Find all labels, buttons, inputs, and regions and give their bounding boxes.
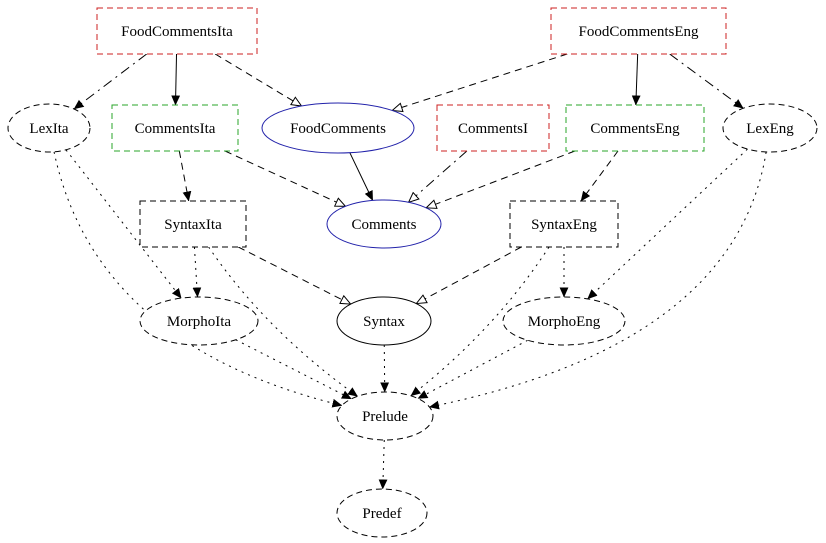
node-shape-Comments — [326, 199, 442, 249]
node-shape-MorphoIta — [139, 296, 259, 346]
node-shape-LexIta — [7, 103, 91, 153]
node-label-LexEng: LexEng — [746, 121, 794, 137]
node-label-Predef: Predef — [362, 506, 401, 522]
edge-FoodCommentsIta-FoodComments — [214, 53, 303, 107]
edge-CommentsEng-SyntaxEng — [580, 150, 619, 202]
edge-SyntaxIta-Syntax — [238, 246, 352, 305]
node-shape-Prelude — [336, 391, 434, 441]
edge-CommentsIta-SyntaxIta — [178, 150, 192, 202]
node-shape-CommentsIta — [111, 104, 239, 152]
node-label-LexIta: LexIta — [29, 121, 68, 137]
node-label-CommentsI: CommentsI — [458, 121, 528, 137]
edge-FoodComments-Comments — [349, 152, 374, 201]
node-label-MorphoIta: MorphoIta — [167, 314, 231, 330]
node-label-FoodCommentsEng: FoodCommentsEng — [578, 24, 699, 40]
node-shape-FoodCommentsIta — [96, 7, 258, 55]
node-label-MorphoEng: MorphoEng — [528, 314, 601, 330]
edge-MorphoIta-Prelude — [235, 339, 352, 400]
node-shape-CommentsEng — [565, 104, 705, 152]
edge-SyntaxIta-MorphoIta — [192, 246, 202, 298]
edge-SyntaxEng-Syntax — [415, 246, 522, 305]
edge-FoodCommentsIta-CommentsIta — [171, 53, 181, 106]
edge-CommentsI-Comments — [407, 150, 468, 204]
node-shape-CommentsI — [436, 104, 550, 152]
node-shape-SyntaxEng — [509, 200, 619, 248]
edge-LexEng-MorphoEng — [587, 148, 748, 300]
node-label-CommentsIta: CommentsIta — [135, 121, 216, 137]
edge-layer — [53, 53, 767, 490]
node-shape-Syntax — [336, 296, 432, 346]
edge-FoodCommentsEng-CommentsEng — [631, 53, 641, 106]
edge-FoodCommentsEng-LexEng — [669, 53, 744, 109]
edge-FoodCommentsIta-LexIta — [73, 53, 147, 110]
node-label-CommentsEng: CommentsEng — [590, 121, 680, 137]
node-label-Comments: Comments — [351, 217, 416, 233]
node-label-Syntax: Syntax — [363, 314, 405, 330]
edge-CommentsEng-Comments — [425, 150, 576, 209]
edge-FoodCommentsEng-FoodComments — [391, 53, 568, 113]
node-shape-FoodCommentsEng — [550, 7, 727, 55]
edge-Prelude-Predef — [378, 439, 388, 490]
node-label-SyntaxEng: SyntaxEng — [531, 217, 597, 233]
edge-MorphoEng-Prelude — [417, 339, 528, 399]
node-shape-LexEng — [722, 103, 818, 153]
edge-CommentsIta-Comments — [224, 150, 347, 207]
node-label-SyntaxIta: SyntaxIta — [164, 217, 222, 233]
node-shape-FoodComments — [261, 102, 415, 154]
node-shape-Predef — [336, 488, 428, 538]
node-shape-SyntaxIta — [139, 200, 247, 248]
node-shape-MorphoEng — [502, 296, 626, 346]
edge-LexEng-Prelude — [428, 151, 767, 410]
node-label-FoodComments: FoodComments — [290, 121, 386, 137]
node-label-FoodCommentsIta: FoodCommentsIta — [121, 24, 233, 40]
node-label-Prelude: Prelude — [362, 409, 408, 425]
